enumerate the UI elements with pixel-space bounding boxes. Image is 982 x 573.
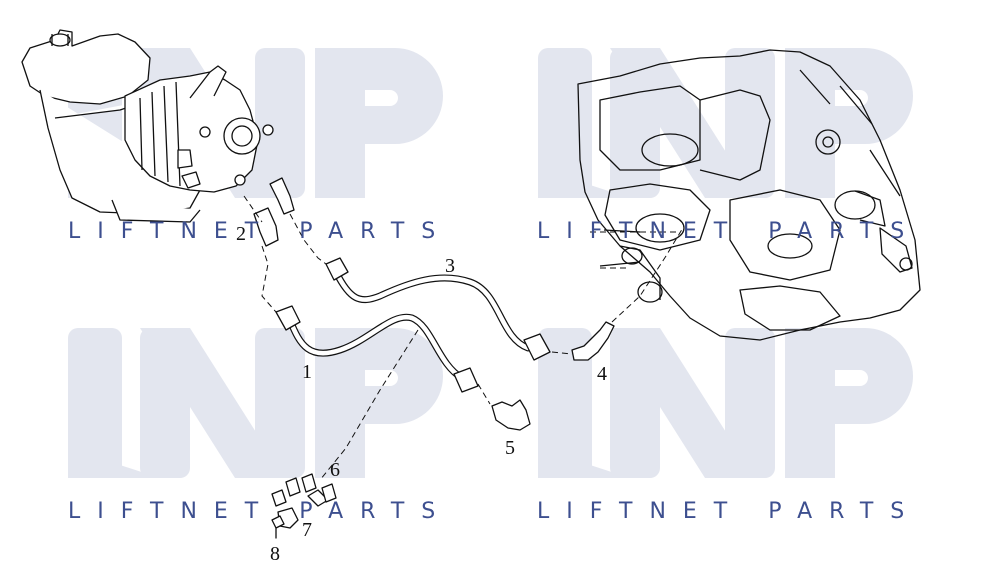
callout-5: 5: [505, 437, 515, 459]
callout-4: 4: [597, 363, 607, 385]
pipe-assembly: [253, 177, 615, 539]
callout-6: 6: [330, 459, 340, 481]
callout-labels: 1 2 3 4 5 6 7 8: [236, 223, 607, 565]
callout-7: 7: [302, 519, 312, 541]
callout-8: 8: [270, 543, 280, 565]
leader-lines: [243, 195, 685, 481]
watermark-text: LIFTNET PARTS: [537, 499, 921, 524]
callout-1: 1: [302, 361, 312, 383]
callout-2: 2: [236, 223, 246, 245]
callout-3: 3: [445, 255, 455, 277]
engine-block-drawing: [577, 49, 921, 341]
watermark-text: LIFTNET PARTS: [68, 219, 452, 244]
watermark-text: LIFTNET PARTS: [68, 499, 452, 524]
watermark-text: LIFTNET PARTS: [537, 219, 921, 244]
air-compressor-drawing: [21, 29, 274, 223]
watermark-text-group: LIFTNET PARTS LIFTNET PARTS LIFTNET PART…: [68, 219, 921, 524]
